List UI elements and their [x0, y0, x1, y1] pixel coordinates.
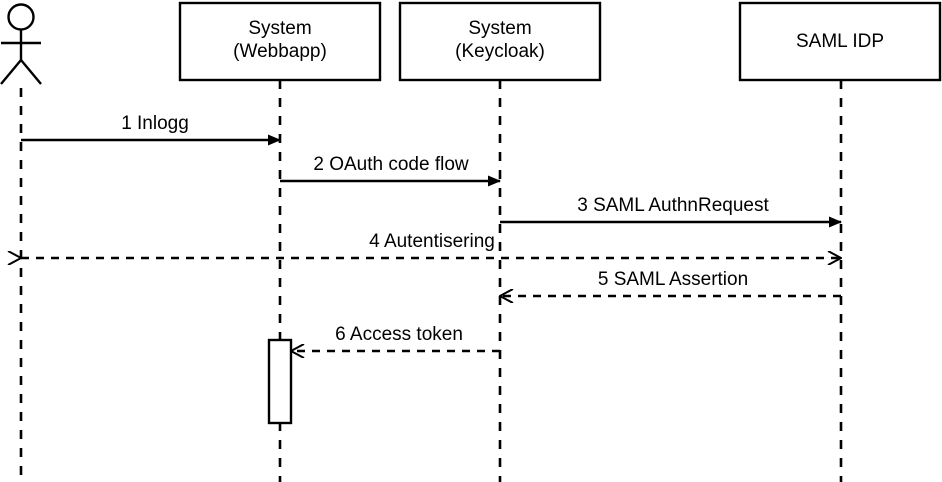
participant-label-keycloak: System (Keycloak)	[400, 17, 600, 63]
message-label-1: 1 Inlogg	[121, 113, 189, 134]
message-label-6: 6 Access token	[335, 324, 463, 345]
participant-label-keycloak-line2: (Keycloak)	[455, 41, 545, 63]
message-label-4: 4 Autentisering	[369, 231, 495, 252]
message-label-2: 2 OAuth code flow	[313, 154, 469, 175]
actor-stick-figure	[0, 3, 42, 85]
participant-label-webapp-line2: (Webbapp)	[233, 41, 327, 63]
activation-bar-webapp[interactable]	[267, 338, 293, 425]
message-label-5: 5 SAML Assertion	[597, 269, 749, 290]
participant-label-keycloak-line1: System	[468, 18, 532, 39]
participant-box-samlidp[interactable]	[738, 1, 942, 82]
participant-box-webapp[interactable]	[178, 1, 382, 82]
message-label-3: 3 SAML AuthnRequest	[577, 195, 769, 216]
participant-label-webapp: System (Webbapp)	[180, 17, 380, 63]
participant-label-samlidp-line1: SAML IDP	[796, 31, 884, 52]
participant-label-samlidp: SAML IDP	[740, 30, 940, 53]
participant-label-webapp-line1: System	[248, 18, 312, 39]
